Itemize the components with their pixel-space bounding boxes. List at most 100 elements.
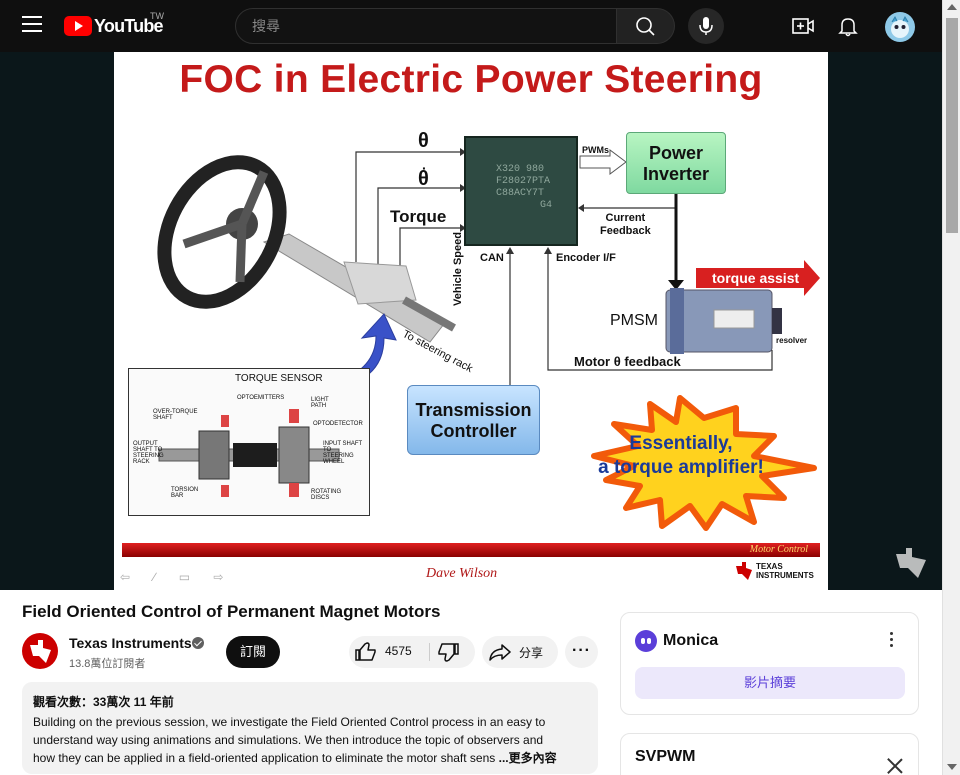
theta-dot-marker: · (422, 160, 427, 176)
encoder-label: Encoder I/F (556, 252, 616, 264)
more-actions-button[interactable]: ··· (565, 636, 598, 668)
masthead: YouTube TW 搜尋 (0, 0, 942, 52)
create-icon (792, 18, 814, 34)
dislike-button[interactable] (430, 636, 475, 668)
channel-avatar[interactable] (22, 633, 58, 669)
share-icon (489, 644, 511, 661)
channel-name[interactable]: Texas Instruments (69, 635, 192, 651)
subscriber-count: 13.8萬位訂閱者 (69, 658, 146, 670)
subscribe-button[interactable]: 訂閱 (226, 636, 280, 668)
view-count-and-date: 觀看次數：33萬次 11 年前 (33, 695, 174, 709)
slide-footer-bar: Motor Control (122, 543, 820, 557)
theta-dot-label: θ (418, 168, 429, 190)
like-dislike-group: 4575 (349, 636, 475, 668)
video-title: Field Oriented Control of Permanent Magn… (22, 602, 441, 621)
mic-icon (699, 17, 713, 35)
notifications-button[interactable] (836, 14, 860, 38)
sensor-label-light-path: LIGHT PATH (311, 397, 329, 409)
description-line-1: Building on the previous session, we inv… (33, 715, 546, 729)
monica-logo-icon (635, 630, 657, 652)
description-line-3: how they can be applied in a field-orien… (33, 749, 588, 767)
description-line-3-text: how they can be applied in a field-orien… (33, 751, 496, 765)
chip-line-4: G4 (540, 200, 553, 211)
search-input[interactable]: 搜尋 (235, 8, 617, 44)
presenter-signature: Dave Wilson (426, 566, 498, 581)
sensor-label-optoemitters: OPTOEMITTERS (237, 395, 285, 401)
like-button[interactable]: 4575 (349, 636, 429, 668)
svpwm-card: SVPWM (620, 733, 919, 775)
ti-channel-logo-icon (30, 640, 51, 663)
description-text: Building on the previous session, we inv… (33, 713, 588, 767)
youtube-logo[interactable]: YouTube TW (64, 11, 164, 38)
thumbs-down-icon (438, 643, 459, 662)
share-button[interactable]: 分享 (482, 636, 558, 668)
burst-line-1: Essentially, (629, 433, 733, 454)
video-player[interactable]: FOC in Electric Power Steering (0, 52, 942, 590)
torque-sensor-title: TORQUE SENSOR (235, 373, 323, 384)
transmission-line-2: Controller (430, 421, 517, 441)
transmission-line-1: Transmission (415, 400, 532, 420)
search-button[interactable] (617, 8, 675, 44)
torque-assist-label: torque assist (712, 270, 800, 286)
chip-line-1: X320 980 (496, 164, 545, 175)
like-count: 4575 (385, 644, 412, 658)
can-label: CAN (480, 252, 504, 264)
search-icon (636, 17, 655, 36)
sensor-label-over-torque: OVER-TORQUE SHAFT (153, 409, 198, 421)
ti-logo-icon (736, 562, 752, 580)
menu-icon[interactable] (22, 16, 42, 34)
chip-line-3: C88ACY7T (496, 188, 545, 199)
video-frame: FOC in Electric Power Steering (114, 52, 828, 590)
current-feedback-label: Current Feedback (600, 212, 651, 238)
slide-nav-icons: ⇦ ∕ ▭ ⇨ (120, 570, 234, 584)
bell-icon (838, 18, 858, 37)
scroll-thumb[interactable] (946, 18, 958, 233)
mcu-chip: X320 980 F28027PTA C88ACY7T G4 (464, 136, 578, 246)
vehicle-speed-label: Vehicle Speed (452, 232, 464, 306)
ti-logo-line-1: TEXAS (756, 562, 783, 571)
page-scrollbar[interactable] (942, 0, 960, 775)
pwms-label: PWMs (582, 145, 609, 155)
channel-watermark-icon[interactable] (892, 544, 932, 580)
kebab-menu-icon[interactable] (883, 629, 899, 653)
sensor-label-optodetector: OPTODETECTOR (313, 421, 363, 427)
pmsm-label: PMSM (610, 312, 658, 329)
motor-feedback-label: Motor θ feedback (574, 354, 681, 369)
ti-logo-text: TEXAS INSTRUMENTS (756, 562, 814, 580)
resolver-label: resolver (776, 336, 808, 345)
share-label: 分享 (519, 646, 544, 660)
scroll-down-arrow[interactable] (947, 764, 957, 770)
torque-amplifier-burst-text: Essentially, a torque amplifier! (581, 432, 781, 480)
diagram-lines (157, 148, 820, 531)
sensor-label-output-shaft: OUTPUT SHAFT TO STEERING RACK (133, 441, 164, 465)
voice-search-button[interactable] (688, 8, 724, 44)
chip-markings: X320 980 F28027PTA C88ACY7T G4 (496, 164, 552, 212)
chip-line-2: F28027PTA (496, 176, 551, 187)
burst-line-2: a torque amplifier! (598, 457, 764, 478)
close-icon[interactable] (885, 756, 905, 775)
monica-extension-card: Monica 影片摘要 (620, 612, 919, 715)
like-divider (429, 643, 430, 661)
create-button[interactable] (790, 14, 816, 38)
ti-slide-logo: TEXAS INSTRUMENTS (734, 560, 824, 584)
power-inverter-line-1: Power (648, 143, 704, 163)
monica-name: Monica (663, 632, 719, 649)
youtube-play-icon (64, 16, 92, 36)
scroll-up-arrow[interactable] (947, 4, 957, 10)
logo-text: YouTube (94, 15, 164, 36)
torque-sensor-drawing (158, 409, 340, 497)
video-summary-button[interactable]: 影片摘要 (635, 667, 905, 699)
description-line-2: understand way using animations and simu… (33, 733, 544, 747)
slide-title: FOC in Electric Power Steering (179, 58, 763, 101)
account-avatar[interactable] (885, 12, 915, 42)
current-feedback-line-1: Current (605, 212, 646, 224)
sensor-label-input-shaft: INPUT SHAFT TO STEERING WHEEL (323, 441, 363, 465)
ti-logo-line-2: INSTRUMENTS (756, 571, 814, 580)
thumbs-up-icon (355, 642, 376, 661)
sensor-label-torsion-bar: TORSION BAR (171, 487, 199, 499)
avatar-image (891, 15, 909, 38)
torque-label: Torque (390, 207, 447, 226)
description-box[interactable]: 觀看次數：33萬次 11 年前 Building on the previous… (22, 682, 598, 774)
show-more-link[interactable]: ...更多內容 (495, 751, 557, 765)
